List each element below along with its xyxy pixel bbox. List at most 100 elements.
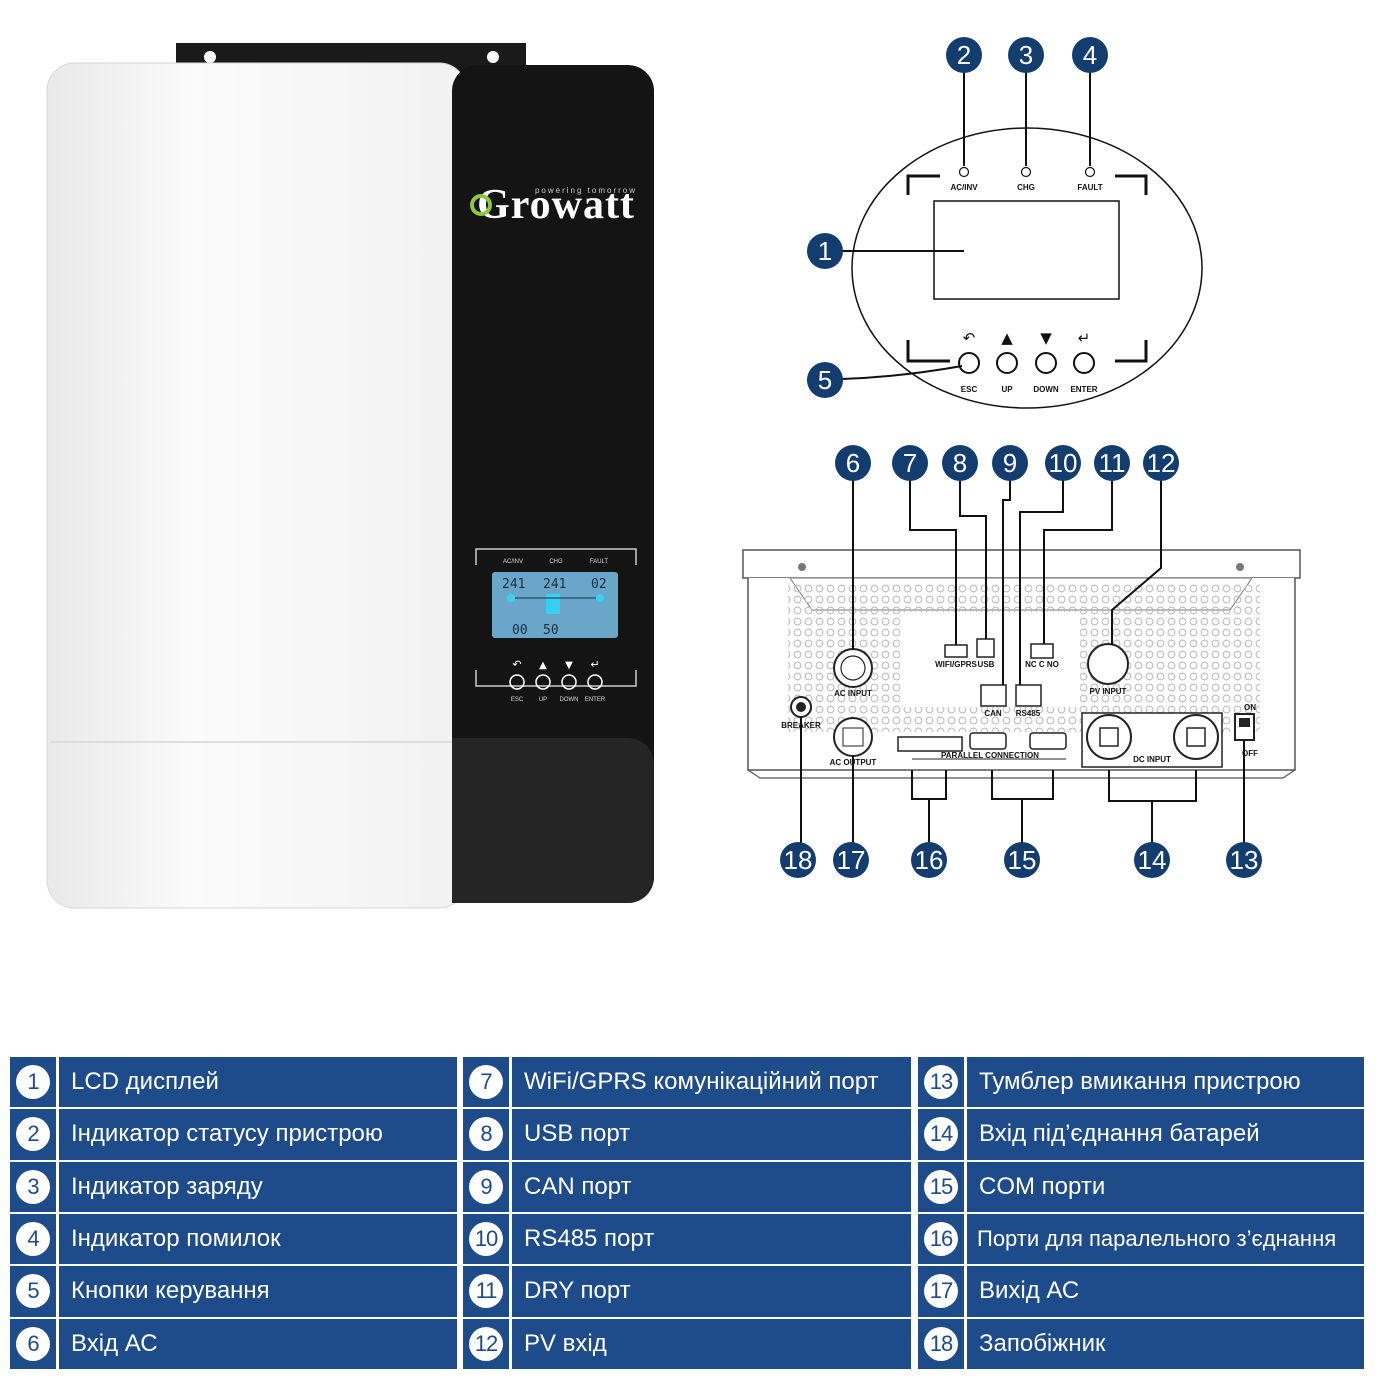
svg-text:4: 4: [1083, 40, 1097, 70]
svg-text:14: 14: [1138, 845, 1167, 875]
pv-input-port[interactable]: [1087, 643, 1129, 685]
rs485-port[interactable]: [1015, 684, 1042, 707]
zoom-btn-enter-label: ENTER: [1070, 385, 1097, 394]
legend-label: Кнопки керування: [59, 1266, 457, 1317]
dry-port[interactable]: [1030, 643, 1054, 659]
front-indicator-ac: AC/INV: [503, 559, 523, 565]
ac-input-port[interactable]: [833, 648, 873, 688]
svg-text:15: 15: [1008, 845, 1037, 875]
front-down-icon: ▼: [565, 660, 573, 671]
zoom-label-ac-inv: AC/INV: [950, 183, 978, 192]
callout-12: 12: [1143, 445, 1179, 481]
enter-icon: ↵: [1078, 329, 1091, 347]
callout-15: 15: [1004, 842, 1040, 878]
front-enter-button[interactable]: [587, 674, 603, 690]
legend-label: WiFi/GPRS комунікаційний порт: [512, 1057, 911, 1108]
inverter-front-view: Growatt powering tomorrow AC/INV CHG FAU…: [46, 43, 654, 909]
device-figure: Growatt powering tomorrow AC/INV CHG FAU…: [46, 37, 1301, 909]
status-led: [958, 166, 970, 178]
svg-text:8: 8: [953, 448, 967, 478]
dc-input-label: DC INPUT: [1133, 755, 1171, 764]
fault-led: [1084, 166, 1096, 178]
svg-text:13: 13: [1230, 845, 1259, 875]
front-esc-button[interactable]: [509, 674, 525, 690]
legend-number: 3: [16, 1169, 50, 1204]
can-label: CAN: [984, 709, 1002, 718]
legend-number: 10: [469, 1222, 503, 1257]
svg-text:17: 17: [837, 845, 866, 875]
legend-number: 8: [469, 1117, 503, 1152]
callout-11: 11: [1094, 445, 1130, 481]
bottom-view: AC INPUT WIFI/GPRS USB NC C NO CAN RS485…: [742, 480, 1301, 845]
lcd-readout-1: 241: [502, 577, 525, 592]
legend-number: 6: [16, 1326, 50, 1361]
can-port[interactable]: [980, 684, 1007, 707]
legend-label: USB порт: [512, 1109, 911, 1160]
esc-button[interactable]: [958, 352, 980, 374]
legend-row: 7 WiFi/GPRS комунікаційний порт: [463, 1057, 911, 1110]
enter-button[interactable]: [1073, 352, 1095, 374]
legend-number: 13: [924, 1065, 958, 1100]
rs485-label: RS485: [1016, 709, 1041, 718]
dry-label: NC C NO: [1025, 660, 1059, 669]
black-panel: [452, 65, 654, 903]
front-up-button[interactable]: [535, 674, 551, 690]
ac-input-label: AC INPUT: [834, 689, 872, 698]
front-btn-label-down: DOWN: [560, 697, 579, 703]
lcd-readout-3: 02: [591, 577, 607, 592]
usb-label: USB: [978, 660, 995, 669]
esc-icon: ↶: [963, 329, 976, 347]
legend-label: DRY порт: [512, 1266, 911, 1317]
svg-text:11: 11: [1099, 448, 1126, 478]
svg-text:7: 7: [903, 448, 917, 478]
front-down-button[interactable]: [561, 674, 577, 690]
legend-label: Запобіжник: [967, 1318, 1364, 1369]
usb-port[interactable]: [976, 638, 995, 658]
control-panel-zoom: AC/INV CHG FAULT ↶ ▲ ▼ ↵ ESC UP DOWN ENT…: [841, 72, 1203, 409]
brand-logo: Growatt: [477, 182, 635, 228]
svg-text:9: 9: [1003, 448, 1017, 478]
legend-number: 2: [16, 1117, 50, 1152]
svg-text:5: 5: [818, 365, 832, 395]
legend-number: 14: [924, 1117, 958, 1152]
callout-6: 6: [835, 445, 871, 481]
legend-label: CAN порт: [512, 1161, 911, 1212]
down-button[interactable]: [1035, 352, 1057, 374]
legend-number: 7: [469, 1065, 503, 1100]
wifi-port[interactable]: [944, 644, 968, 658]
legend-number: 12: [469, 1326, 503, 1361]
up-button[interactable]: [996, 352, 1018, 374]
zoom-label-fault: FAULT: [1077, 183, 1102, 192]
legend-number: 15: [924, 1169, 958, 1204]
front-enter-icon: ↵: [590, 658, 599, 671]
legend-label: LCD дисплей: [59, 1057, 457, 1108]
com-port-2[interactable]: [1029, 732, 1067, 750]
front-btn-label-esc: ESC: [511, 697, 524, 703]
callout-7: 7: [892, 445, 928, 481]
callout-2: 2: [946, 37, 982, 73]
callout-14: 14: [1134, 842, 1170, 878]
legend-label: Індикатор помилок: [59, 1213, 457, 1265]
front-indicator-chg: CHG: [549, 559, 563, 565]
legend-label: Вихід АС: [967, 1266, 1364, 1317]
switch-off-label: OFF: [1242, 749, 1258, 758]
callout-5: 5: [807, 362, 843, 398]
zoom-btn-up-label: UP: [1001, 385, 1013, 394]
parallel-port-1[interactable]: [897, 736, 963, 752]
white-housing: [46, 62, 468, 909]
svg-text:3: 3: [1019, 40, 1033, 70]
com-port-1[interactable]: [969, 732, 1007, 750]
legend-label: Індикатор заряду: [59, 1161, 457, 1212]
legend-label: Тумблер вмикання пристрою: [967, 1057, 1364, 1108]
parallel-label: PARALLEL CONNECTION: [941, 751, 1039, 760]
front-control-panel: AC/INV CHG FAULT 241 241 02 00 50 ↶ ▲ ▼ …: [475, 548, 637, 703]
